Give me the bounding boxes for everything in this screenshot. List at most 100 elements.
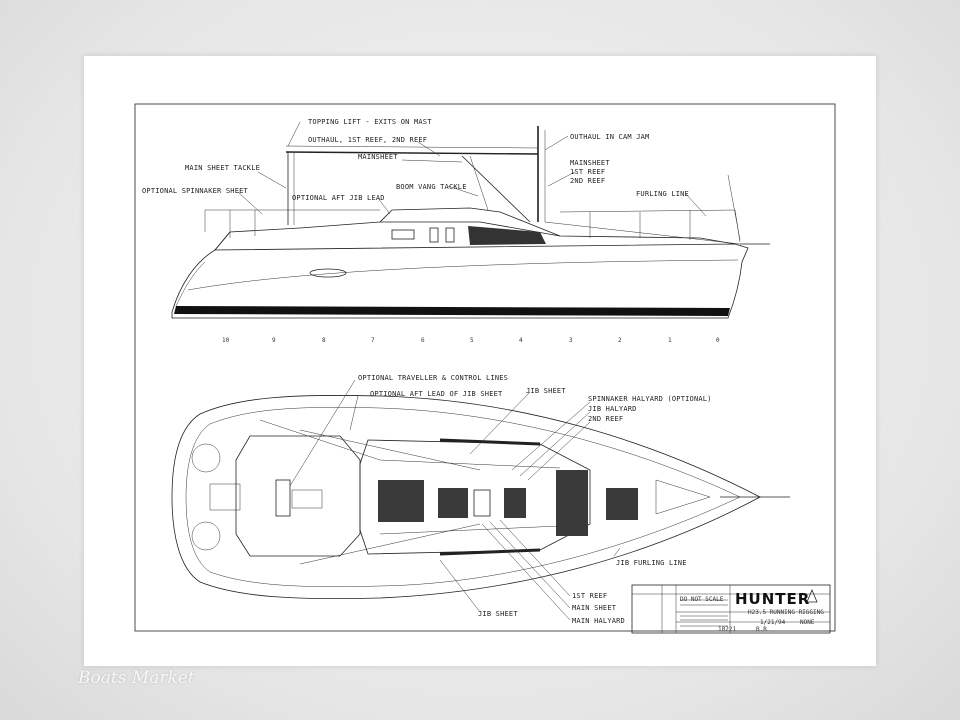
- leader: [489, 521, 571, 609]
- bow-rail: [559, 209, 741, 243]
- label-furling-line: FURLING LINE: [636, 190, 689, 198]
- deck-plan: OPTIONAL TRAVELLER & CONTROL LINES OPTIO…: [171, 374, 790, 625]
- skylight-1: [438, 488, 468, 518]
- leader: [287, 121, 301, 147]
- station-mark: 4: [519, 337, 523, 344]
- hull-plan: [171, 394, 761, 600]
- leader: [447, 185, 479, 197]
- label-optional-spinnaker-sheet: OPTIONAL SPINNAKER SHEET: [142, 187, 249, 195]
- label-outhaul-reefs: OUTHAUL, 1ST REEF, 2ND REEF: [308, 136, 427, 144]
- stern-post: [214, 231, 231, 251]
- label-jib-halyard: JIB HALYARD: [588, 405, 637, 413]
- label-optional-aft-jib-lead: OPTIONAL AFT JIB LEAD: [292, 194, 385, 202]
- label-jib-sheet-top: JIB SHEET: [526, 387, 566, 395]
- label-jib-sheet-bottom: JIB SHEET: [478, 610, 518, 618]
- leader: [511, 401, 591, 471]
- station-mark: 7: [371, 337, 375, 344]
- label-mainsheet-reefs-3: 2ND REEF: [570, 177, 605, 185]
- drawing-scale: NONE: [800, 619, 815, 626]
- drawing-rev: B.R: [756, 626, 767, 633]
- stbd-aft-winch-area: [191, 521, 221, 551]
- station-mark: 9: [272, 337, 276, 344]
- station-mark: 0: [716, 337, 720, 344]
- forward-hatch: [606, 488, 638, 520]
- drawing-sheet: [84, 56, 876, 666]
- do-not-scale: DO NOT SCALE: [680, 596, 724, 603]
- sail-logo-icon: [806, 588, 818, 603]
- port-handrail: [439, 438, 541, 446]
- station-mark: 2: [618, 337, 622, 344]
- station-mark: 10: [222, 337, 230, 344]
- fore-hatch: [556, 470, 588, 536]
- leader: [237, 191, 263, 215]
- leader: [519, 411, 591, 477]
- station-mark: 6: [421, 337, 425, 344]
- deck-line: [214, 221, 736, 251]
- side-profile: 10 9 8 7 6 5 4 3 2 1 0 TOPPING LIFT - EX…: [142, 118, 770, 344]
- traveller-block: [291, 489, 323, 509]
- label-main-halyard: MAIN HALYARD: [572, 617, 625, 625]
- title-block-fields: [680, 599, 728, 627]
- station-mark: 5: [470, 337, 474, 344]
- title-block-frame: [631, 584, 831, 634]
- stern-rail: [204, 209, 380, 238]
- leader: [439, 559, 481, 613]
- transom-line: [175, 261, 206, 307]
- port-light-3: [445, 227, 455, 243]
- cabin-trunk: [379, 207, 561, 237]
- companionway-hatch: [378, 480, 424, 522]
- bow-pulpit: [727, 174, 741, 241]
- topping-lift-line: [285, 145, 539, 149]
- boom: [285, 151, 539, 155]
- leader: [499, 519, 571, 597]
- hunter-logo: HUNTER: [735, 590, 810, 608]
- leader: [257, 171, 287, 189]
- label-optional-traveller: OPTIONAL TRAVELLER & CONTROL LINES: [358, 374, 508, 382]
- label-boom-vang-tackle: BOOM VANG TACKLE: [396, 183, 467, 191]
- skylight-2: [504, 488, 526, 518]
- station-mark: 3: [569, 337, 573, 344]
- transom-hatch: [209, 483, 241, 511]
- label-topping-lift: TOPPING LIFT - EXITS ON MAST: [308, 118, 432, 126]
- leader: [613, 547, 621, 557]
- bow-pulpit-plan: [655, 479, 711, 515]
- watermark: Boats Market: [78, 668, 195, 688]
- leader: [377, 197, 391, 215]
- boot-stripe: [174, 306, 730, 316]
- leader: [349, 395, 359, 431]
- drawing-number: 10221: [718, 626, 736, 633]
- leader: [544, 135, 569, 151]
- stbd-handrail: [439, 548, 541, 556]
- leader: [401, 159, 463, 163]
- drawing-date: 1/21/94: [760, 619, 786, 626]
- label-first-reef: 1ST REEF: [572, 592, 607, 600]
- sheer-line: [187, 259, 739, 291]
- tiller: [275, 479, 291, 517]
- hull-side: [171, 243, 749, 319]
- vang-line-2: [469, 155, 489, 211]
- leader: [469, 391, 531, 455]
- label-mainsheet-reefs-2: 1ST REEF: [570, 168, 605, 176]
- label-mainsheet-reefs-1: MAINSHEET: [570, 159, 610, 167]
- port-light-1: [391, 229, 415, 240]
- drawing-title: H23.5 RUNNING RIGGING: [748, 609, 824, 616]
- port-light-2: [429, 227, 439, 243]
- forestay-deck: [544, 221, 741, 245]
- station-mark: 8: [322, 337, 326, 344]
- label-jib-furling-line: JIB FURLING LINE: [616, 559, 687, 567]
- boom-vang: [461, 155, 531, 223]
- leader: [547, 171, 576, 187]
- label-main-sheet-tackle: MAIN SHEET TACKLE: [185, 164, 260, 172]
- station-marks: 10 9 8 7 6 5 4 3 2 1 0: [222, 337, 720, 344]
- running-lines: [259, 419, 561, 565]
- label-outhaul-cam: OUTHAUL IN CAM JAM: [570, 133, 649, 141]
- port-aft-winch-area: [191, 443, 221, 473]
- label-second-reef: 2ND REEF: [588, 415, 623, 423]
- leader: [685, 193, 707, 217]
- hull-port-light: [309, 268, 347, 278]
- label-main-sheet: MAIN SHEET: [572, 604, 617, 612]
- station-mark: 1: [668, 337, 672, 344]
- mast-step: [473, 489, 491, 517]
- deck-edge: [185, 407, 741, 587]
- cockpit: [235, 435, 361, 557]
